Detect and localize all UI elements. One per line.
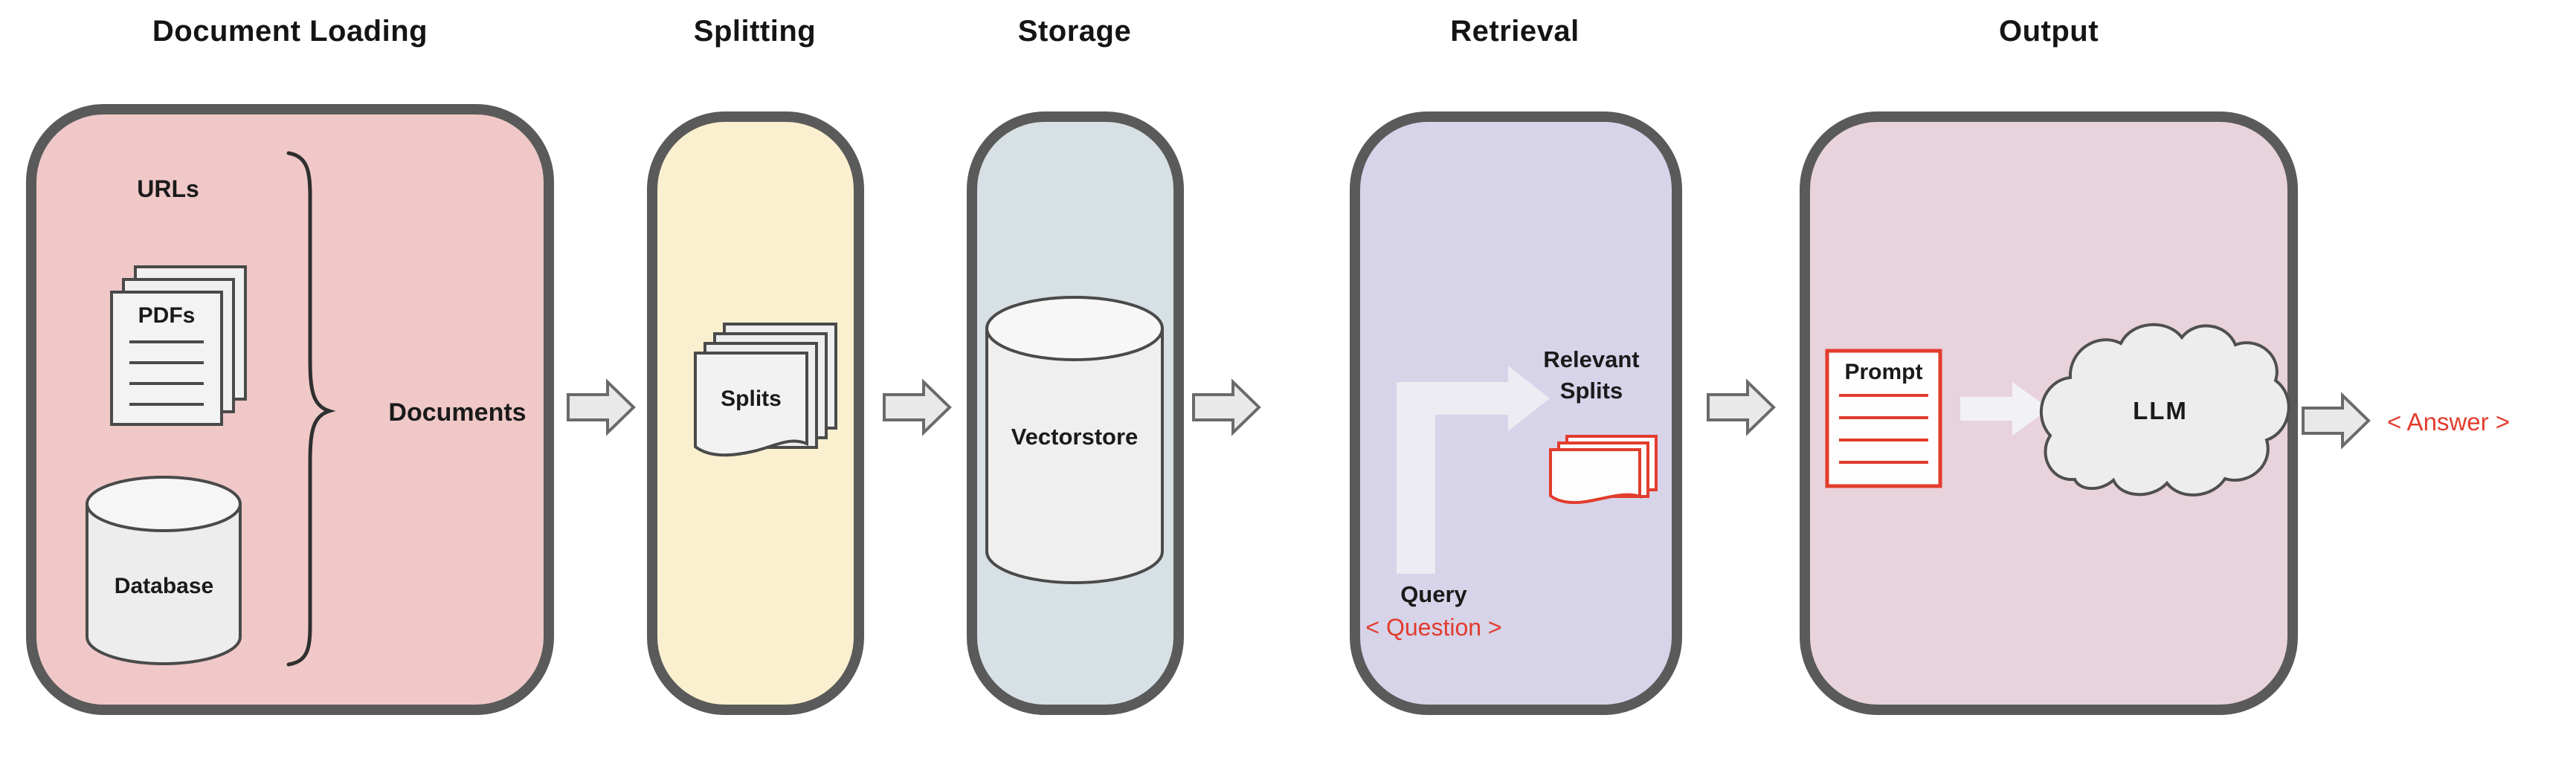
splits-label: Splits: [721, 386, 782, 411]
llm-label: LLM: [2133, 397, 2188, 424]
documents-label: Documents: [388, 398, 527, 427]
relevant-splits-label-line2: Splits: [1559, 378, 1623, 404]
database-cylinder-icon: [86, 476, 242, 665]
query-label: Query: [1400, 581, 1467, 607]
flow-arrow-storage-to-retrieval: [1192, 378, 1261, 436]
urls-label: URLs: [137, 175, 199, 202]
question-placeholder-label: < Question >: [1365, 614, 1502, 641]
database-label: Database: [114, 574, 214, 598]
stage-title-storage: Storage: [1017, 15, 1132, 48]
flow-arrow-output-to-answer: [2302, 392, 2371, 450]
prompt-label: Prompt: [1844, 360, 1923, 384]
vectorstore-cylinder-icon: [985, 296, 1164, 584]
llm-cloud-icon: [2039, 323, 2290, 496]
relevant-splits-icon: [1549, 435, 1658, 505]
stage-title-splitting: Splitting: [693, 15, 817, 48]
flow-arrow-loading-to-splitting: [567, 378, 636, 436]
relevant-splits-label-line1: Relevant: [1543, 346, 1640, 372]
stage-title-output: Output: [1998, 15, 2099, 48]
pdfs-stack-icon: [110, 265, 247, 426]
vectorstore-label: Vectorstore: [1011, 424, 1139, 450]
flow-arrow-splitting-to-storage: [883, 378, 952, 436]
stage-title-document-loading: Document Loading: [152, 15, 428, 48]
answer-placeholder-label: < Answer >: [2386, 408, 2511, 436]
flow-arrow-retrieval-to-output: [1707, 378, 1776, 436]
query-flow-arrow: [1397, 366, 1550, 574]
prompt-to-llm-arrow: [1960, 382, 2049, 436]
grouping-brace: [286, 151, 336, 667]
prompt-document-icon: [1825, 349, 1942, 488]
splits-stack-icon: [694, 323, 837, 457]
stage-title-retrieval: Retrieval: [1450, 15, 1580, 48]
pdfs-label: PDFs: [138, 303, 196, 328]
